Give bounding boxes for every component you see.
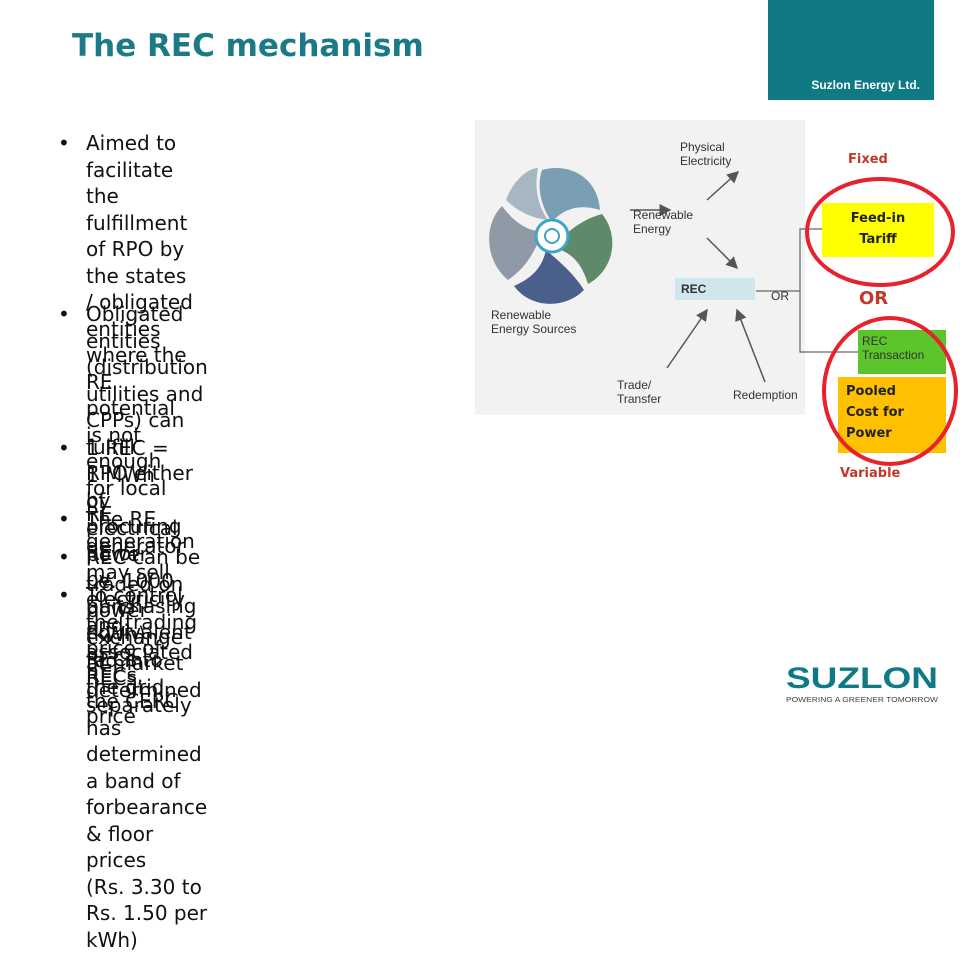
arrow-to-physical-electricity xyxy=(706,170,740,201)
suzlon-logo: SUZLON POWERING A GREENER TOMORROW xyxy=(786,662,939,704)
bullet-price-band: To control the trading price of RECs, th… xyxy=(58,582,207,953)
label-redemption: Redemption xyxy=(733,388,798,402)
label-variable: Variable xyxy=(840,466,901,481)
company-name: Suzlon Energy Ltd. xyxy=(811,78,920,92)
label-renewable-energy: Renewable Energy xyxy=(633,208,694,236)
label-trade-transfer: Trade/ Transfer xyxy=(617,378,662,406)
rec-node: REC xyxy=(675,278,755,300)
label-fixed: Fixed xyxy=(848,152,888,167)
label-or-small: OR xyxy=(771,289,789,303)
arrow-redemption xyxy=(735,308,766,383)
fixed-highlight-ring xyxy=(805,177,955,287)
svg-text:SUZLON: SUZLON xyxy=(786,662,938,695)
svg-text:POWERING A GREENER TOMORROW: POWERING A GREENER TOMORROW xyxy=(786,695,939,704)
label-renewable-energy-sources: Renewable Energy Sources xyxy=(491,308,577,336)
arrow-trade-transfer xyxy=(666,308,708,369)
renewable-sources-icon xyxy=(489,167,613,304)
arrow-to-rec xyxy=(706,237,739,270)
label-or-big: OR xyxy=(859,288,889,309)
company-tab: Suzlon Energy Ltd. xyxy=(768,0,934,100)
rec-flow-diagram: Physical Electricity Renewable Energy Re… xyxy=(475,120,805,415)
slide-title: The REC mechanism xyxy=(72,28,424,64)
diagram-graphics xyxy=(489,167,766,383)
variable-highlight-ring xyxy=(822,316,958,466)
label-physical-electricity: Physical Electricity xyxy=(680,140,732,168)
